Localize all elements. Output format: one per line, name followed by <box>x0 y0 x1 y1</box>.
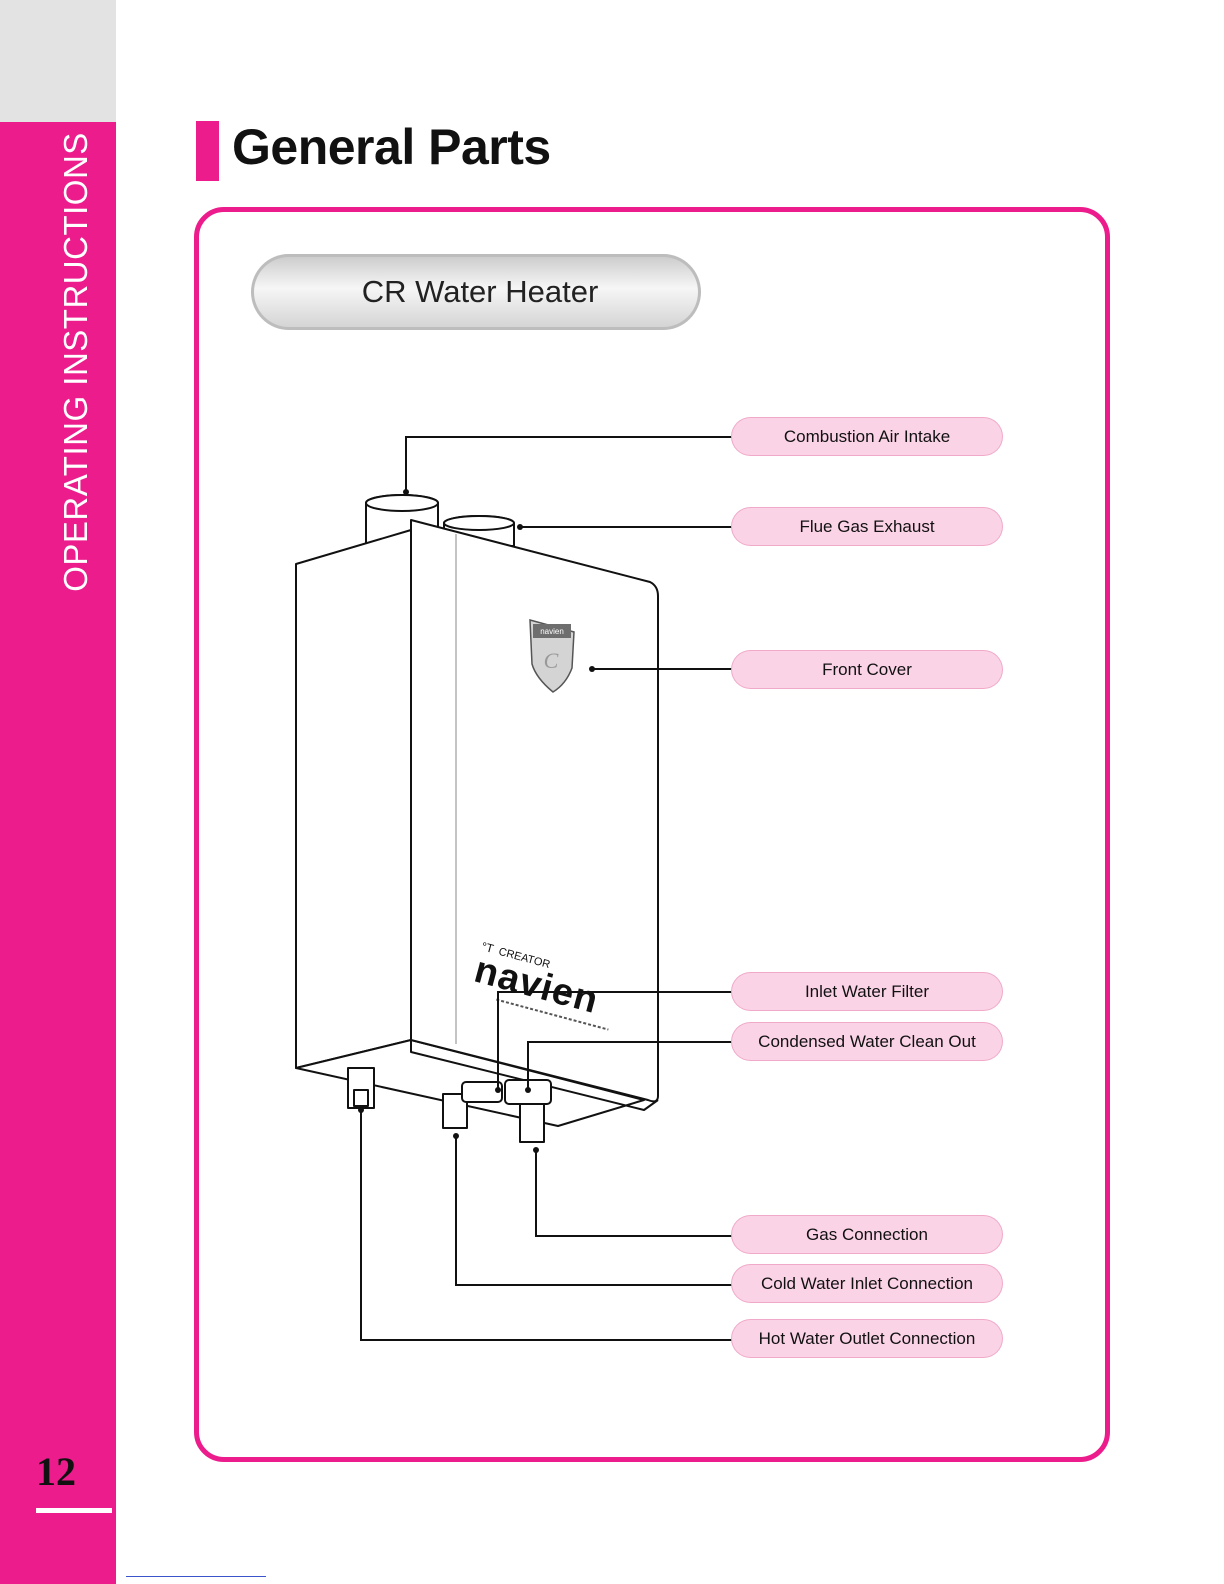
heater-side-panel <box>296 530 411 1068</box>
hot-water-fitting-nut <box>354 1090 368 1106</box>
svg-text:C: C <box>544 648 559 673</box>
exhaust-pipe-top <box>444 516 514 530</box>
part-label-flue-gas-exhaust: Flue Gas Exhaust <box>732 508 1002 545</box>
part-label-front-cover: Front Cover <box>732 651 1002 688</box>
part-label-combustion-air-intake: Combustion Air Intake <box>732 418 1002 455</box>
part-label-inlet-water-filter: Inlet Water Filter <box>732 973 1002 1010</box>
part-label-hot-water-outlet-connection: Hot Water Outlet Connection <box>732 1320 1002 1357</box>
air-intake-pipe-top <box>366 495 438 511</box>
part-label-cold-water-inlet-connection: Cold Water Inlet Connection <box>732 1265 1002 1302</box>
leader-combustion-air-intake <box>406 437 732 492</box>
part-label-condensed-water-clean-out: Condensed Water Clean Out <box>732 1023 1002 1060</box>
svg-text:navien: navien <box>540 627 564 636</box>
heater-front-cover <box>411 520 658 1101</box>
leader-gas-connection <box>536 1150 732 1236</box>
leader-cold-water-inlet <box>456 1136 732 1285</box>
leader-hot-water-outlet <box>361 1110 732 1340</box>
part-label-gas-connection: Gas Connection <box>732 1216 1002 1253</box>
